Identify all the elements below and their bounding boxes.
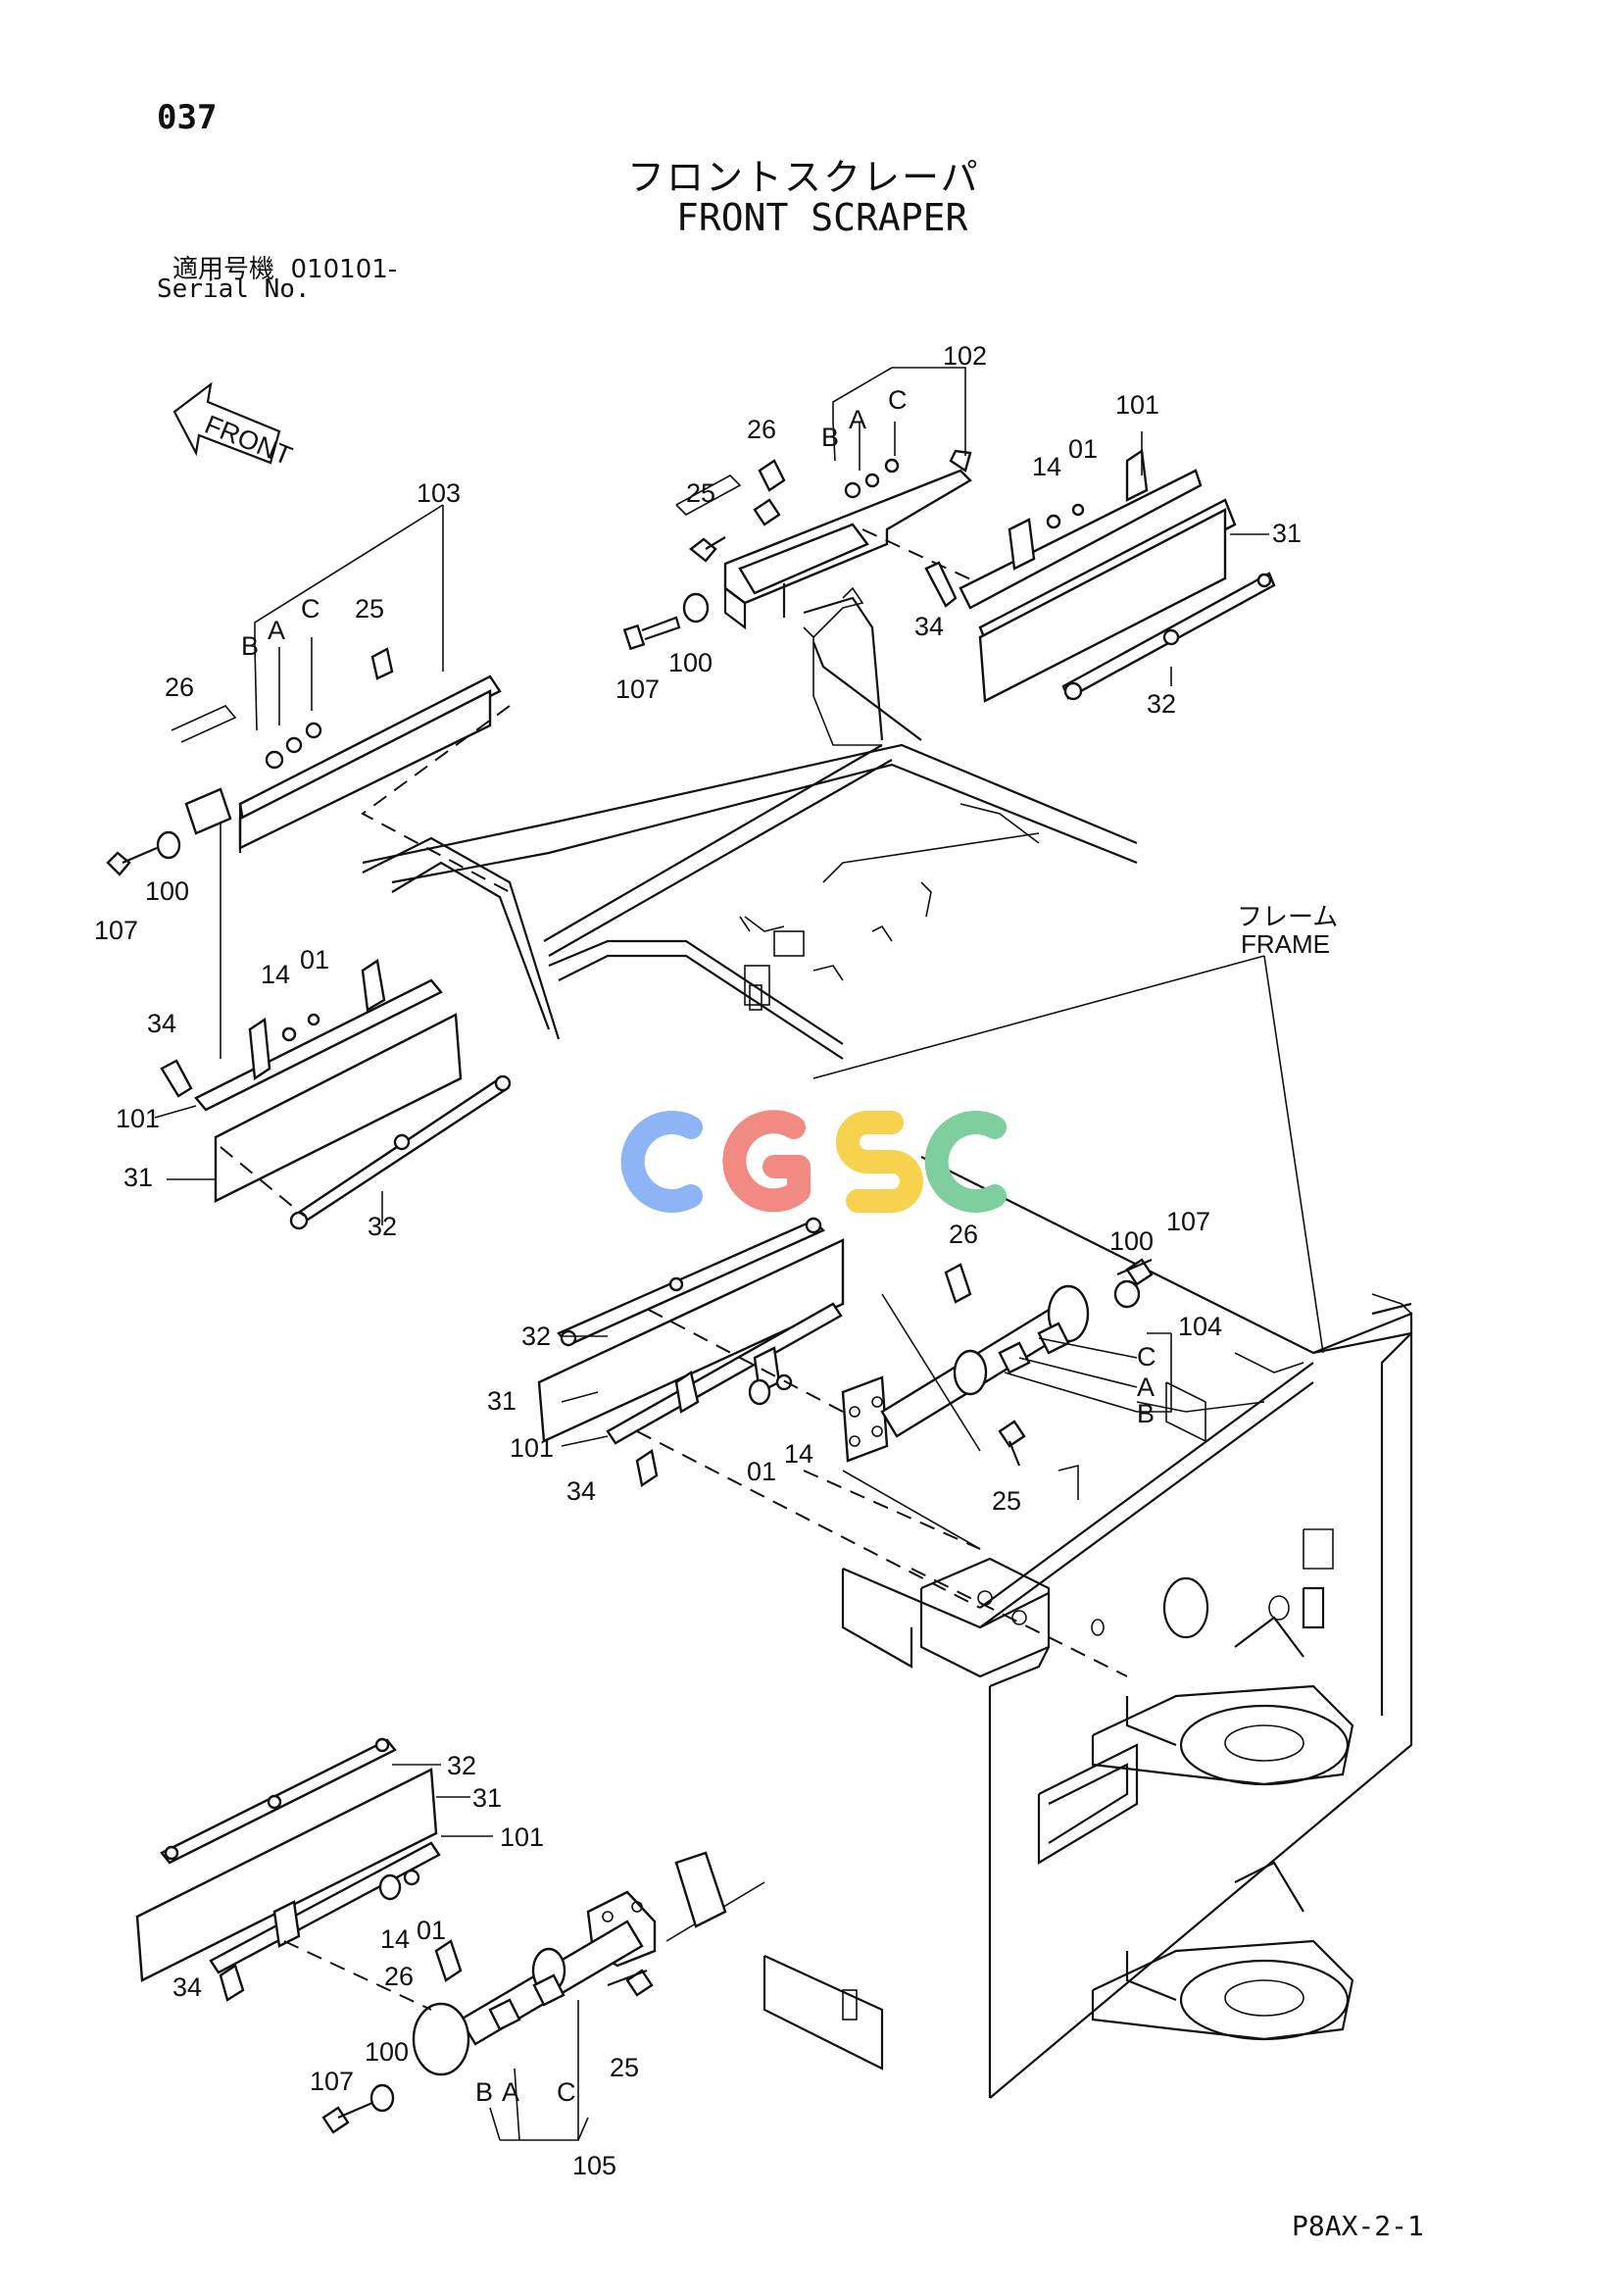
callout-31: 31 (472, 1783, 502, 1813)
frame-lower-body (636, 1156, 1413, 2099)
callout-101: 101 (510, 1433, 554, 1463)
assembly-105-tube (135, 1737, 765, 2134)
callout-C: C (888, 385, 908, 415)
callout-A: A (502, 2077, 519, 2107)
callout-26: 26 (949, 1220, 978, 1249)
callout-34: 34 (147, 1009, 176, 1038)
callout-34: 34 (566, 1476, 596, 1506)
callout-01: 01 (417, 1916, 446, 1945)
callout-25: 25 (610, 2053, 639, 2082)
callout-14: 14 (261, 960, 290, 989)
watermark-letter-g (722, 1110, 811, 1213)
title-english: FRONT SCRAPER (676, 196, 968, 239)
serial-label-japanese: 適用号機 010101- (172, 249, 397, 285)
bolt-107-top (622, 459, 786, 651)
callout-31: 31 (1272, 519, 1302, 548)
callout-101: 101 (500, 1822, 544, 1852)
callout-01: 01 (1068, 434, 1098, 464)
callout-104: 104 (1178, 1312, 1222, 1341)
callout-26: 26 (384, 1962, 414, 1991)
callout-107: 107 (1166, 1207, 1210, 1236)
callout-34: 34 (172, 1972, 202, 2002)
callout-C: C (557, 2077, 576, 2107)
callout-numbers: 102 101 26 B A C 25 14 01 31 34 107 100 … (94, 341, 1302, 2180)
callout-B: B (475, 2077, 493, 2107)
frame-label-japanese: フレーム (1237, 903, 1339, 932)
assembly-103-bracket (106, 647, 511, 1059)
callout-14: 14 (380, 1924, 410, 1954)
frame-upper-structure (362, 596, 1138, 1060)
serial-label-jp: 適用号機 (172, 255, 275, 284)
callout-107: 107 (310, 2067, 354, 2096)
assembly-104-tube (537, 1217, 1154, 1550)
scraper-assembly-left (160, 958, 512, 1230)
callout-A: A (268, 616, 285, 645)
callout-31: 31 (123, 1163, 153, 1192)
callout-B: B (821, 423, 839, 452)
callout-26: 26 (165, 673, 194, 702)
serial-value: 010101- (290, 255, 398, 284)
callout-100: 100 (1109, 1226, 1154, 1256)
callout-26: 26 (747, 415, 776, 444)
footer-code: P8AX-2-1 (1292, 2210, 1424, 2242)
callout-14: 14 (784, 1439, 813, 1469)
callout-105: 105 (572, 2151, 616, 2180)
assembly-102-bracket (675, 449, 991, 746)
watermark-letter-c1 (620, 1111, 703, 1213)
callout-01: 01 (300, 945, 329, 974)
callout-A: A (849, 405, 866, 434)
callout-107: 107 (94, 916, 138, 945)
callout-32: 32 (521, 1322, 551, 1351)
callout-101: 101 (1115, 390, 1159, 420)
callout-32: 32 (368, 1212, 397, 1241)
callout-103: 103 (417, 478, 461, 508)
callout-100: 100 (365, 2037, 409, 2067)
callout-101: 101 (116, 1104, 160, 1133)
page-number: 037 (157, 98, 218, 137)
callout-32: 32 (447, 1751, 476, 1780)
callout-25: 25 (686, 478, 715, 508)
front-arrow-icon: FRONT (172, 381, 296, 471)
callout-25: 25 (355, 594, 384, 624)
callout-C: C (301, 594, 320, 624)
callout-107: 107 (615, 674, 660, 704)
watermark-letter-s (836, 1111, 923, 1213)
serial-label-english: Serial No. (157, 275, 311, 304)
callout-100: 100 (668, 648, 713, 677)
frame-leader-line-2 (1263, 955, 1324, 1354)
title-japanese: フロントスクレーパ (627, 156, 980, 199)
cgsc-watermark-logo (620, 1110, 1007, 1213)
callout-01: 01 (747, 1457, 776, 1486)
callout-B: B (1137, 1399, 1155, 1428)
callout-C: C (1137, 1342, 1156, 1372)
callout-34: 34 (914, 612, 944, 641)
callout-100: 100 (145, 876, 189, 906)
callout-32: 32 (1147, 689, 1176, 719)
callout-14: 14 (1032, 452, 1061, 481)
callout-25: 25 (992, 1486, 1021, 1516)
callout-102: 102 (943, 341, 987, 371)
callout-31: 31 (487, 1386, 516, 1416)
frame-label-english: FRAME (1241, 929, 1330, 959)
callout-A: A (1137, 1373, 1155, 1402)
scraper-assembly-top-right (924, 448, 1276, 703)
callout-leaders (154, 367, 1269, 2141)
frame-leader-line (812, 955, 1265, 1079)
watermark-letter-c2 (924, 1111, 1007, 1213)
callout-B: B (241, 631, 259, 661)
